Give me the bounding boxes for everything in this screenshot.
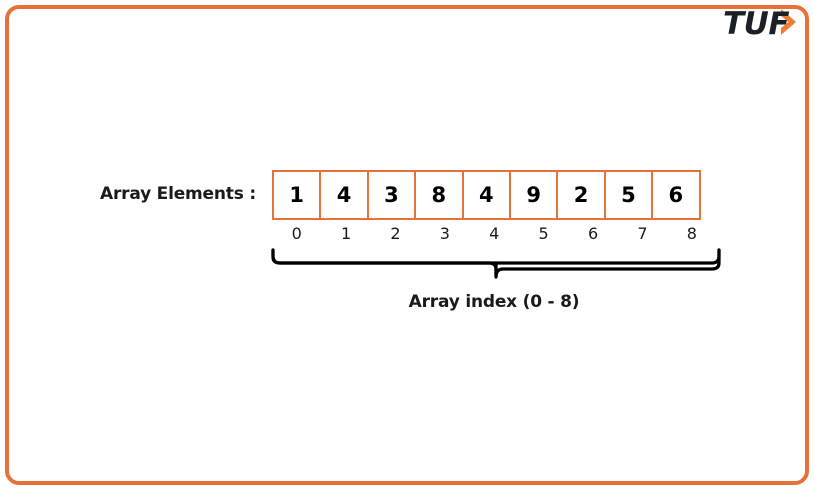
array-cells: 1 4 3 8 4 9 2 5 6 bbox=[272, 170, 701, 220]
array-index-label: 1 bbox=[340, 224, 352, 243]
array-index-label: 3 bbox=[439, 224, 450, 243]
array-elements-label: Array Elements : bbox=[100, 184, 256, 204]
array-cell: 3 bbox=[366, 170, 417, 220]
chevron-right-icon bbox=[778, 7, 800, 41]
array-index-label: 8 bbox=[686, 224, 697, 243]
curly-brace-icon bbox=[270, 248, 722, 280]
array-index-label: 2 bbox=[390, 224, 401, 243]
array-cell: 9 bbox=[508, 170, 559, 220]
array-index-label: 7 bbox=[637, 224, 648, 243]
tuf-logo: TUF bbox=[723, 6, 800, 42]
array-cell: 6 bbox=[651, 170, 701, 220]
array-index-label: 6 bbox=[587, 224, 599, 243]
array-index-label: 5 bbox=[538, 224, 549, 243]
array-index-caption: Array index (0 - 8) bbox=[408, 292, 580, 312]
array-index-label: 4 bbox=[489, 224, 500, 243]
array-cell: 1 bbox=[272, 170, 322, 220]
array-cell: 4 bbox=[319, 170, 369, 220]
array-index-label: 0 bbox=[291, 224, 302, 243]
logo-wordmark: TUF bbox=[723, 5, 790, 42]
array-indices: 0 1 2 3 4 5 6 7 8 bbox=[272, 224, 717, 243]
array-cell: 8 bbox=[414, 170, 464, 220]
array-cell: 4 bbox=[461, 170, 511, 220]
array-cell: 2 bbox=[556, 170, 606, 220]
array-cell: 5 bbox=[603, 170, 654, 220]
